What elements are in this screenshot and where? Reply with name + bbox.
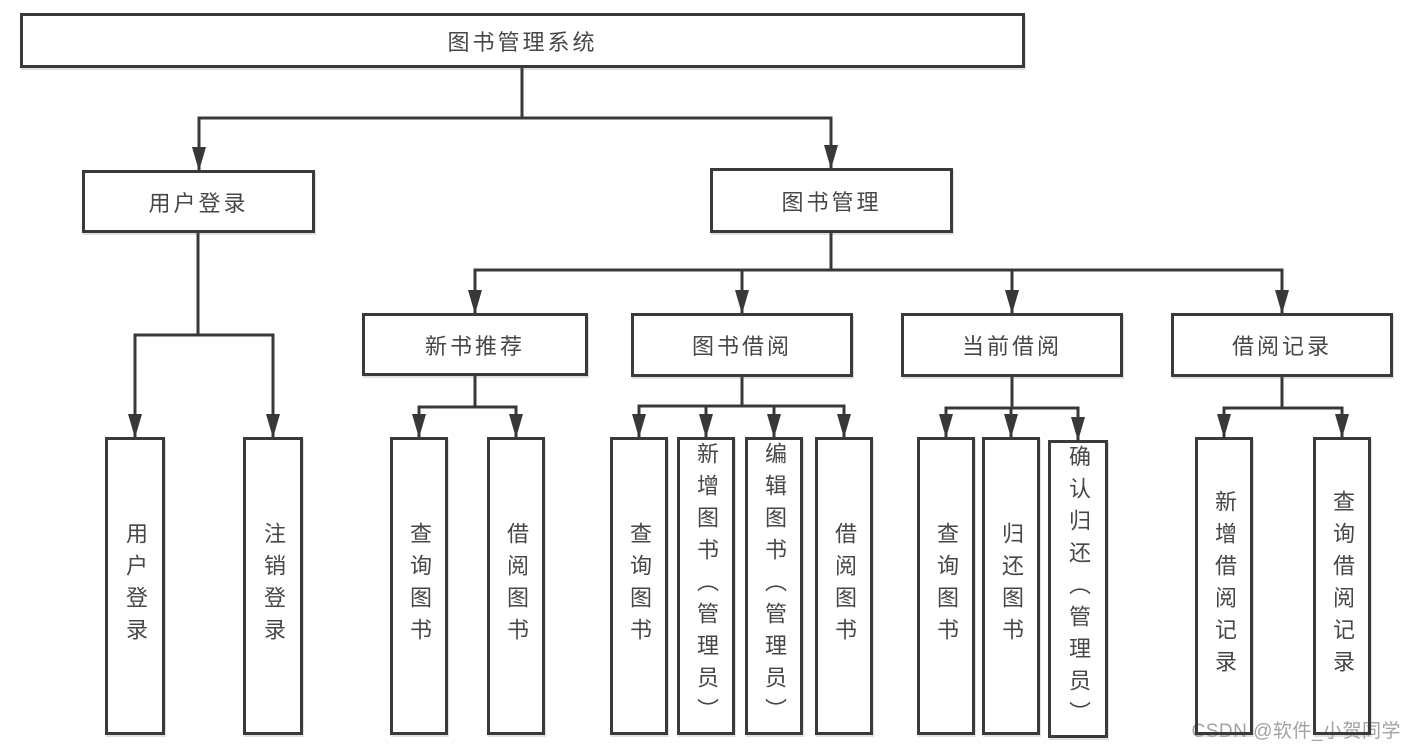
connector-current-borrow — [939, 375, 1085, 442]
leaf-add-book-admin: 新增图书（管理员） — [677, 437, 735, 735]
leaf-return-book: 归还图书 — [982, 437, 1040, 735]
node-label: 借阅记录 — [1231, 334, 1332, 359]
node-label: 当前借阅 — [961, 334, 1062, 359]
leaf-query-borrow-record: 查询借阅记录 — [1313, 437, 1371, 735]
csdn-watermark: CSDN @软件_小贺同学 — [1191, 721, 1401, 742]
leaf-borrow-books: 借阅图书 — [815, 437, 873, 735]
node-label: 图书管理 — [781, 189, 882, 215]
node-user-login: 用户登录 — [82, 170, 315, 233]
leaf-user-login: 用户登录 — [105, 437, 165, 735]
leaf-label: 查询图书 — [934, 522, 959, 650]
node-book-borrow: 图书借阅 — [631, 313, 853, 377]
leaf-label: 借阅图书 — [504, 522, 529, 650]
connector-borrow-records — [1217, 375, 1349, 439]
node-label: 新书推荐 — [424, 333, 525, 359]
leaf-label: 编辑图书（管理员） — [762, 442, 787, 730]
node-label: 图书管理系统 — [447, 29, 598, 55]
leaf-label: 借阅图书 — [832, 522, 857, 650]
node-current-borrow: 当前借阅 — [901, 313, 1123, 377]
node-root-system: 图书管理系统 — [20, 13, 1025, 68]
leaf-logout: 注销登录 — [243, 437, 303, 735]
node-label: 用户登录 — [148, 190, 249, 216]
connector-root — [192, 66, 838, 172]
leaf-confirm-return-admin: 确认归还（管理员） — [1048, 440, 1108, 738]
connector-book-borrow — [632, 375, 851, 439]
leaf-label: 查询图书 — [407, 522, 432, 650]
leaf-label: 查询图书 — [627, 522, 652, 650]
leaf-query-books-borrow: 查询图书 — [610, 437, 668, 735]
leaf-edit-book-admin: 编辑图书（管理员） — [745, 437, 803, 735]
leaf-label: 新增借阅记录 — [1212, 490, 1237, 682]
node-borrow-records: 借阅记录 — [1171, 313, 1393, 377]
connector-new-book-recommend — [412, 374, 523, 439]
node-book-management: 图书管理 — [710, 168, 953, 233]
node-label: 图书借阅 — [691, 334, 792, 359]
leaf-label: 确认归还（管理员） — [1066, 445, 1091, 733]
connector-user-login — [128, 231, 280, 439]
leaf-label: 注销登录 — [261, 522, 286, 650]
connector-book-management — [468, 231, 1289, 315]
leaf-add-borrow-record: 新增借阅记录 — [1195, 437, 1253, 735]
leaf-borrow-books-recommend: 借阅图书 — [487, 437, 545, 735]
leaf-label: 新增图书（管理员） — [694, 442, 719, 730]
leaf-label: 归还图书 — [999, 522, 1024, 650]
leaf-query-books-current: 查询图书 — [917, 437, 975, 735]
leaf-label: 用户登录 — [123, 522, 148, 650]
leaf-label: 查询借阅记录 — [1330, 490, 1355, 682]
leaf-query-books-recommend: 查询图书 — [390, 437, 448, 735]
node-new-book-recommend: 新书推荐 — [362, 313, 588, 376]
